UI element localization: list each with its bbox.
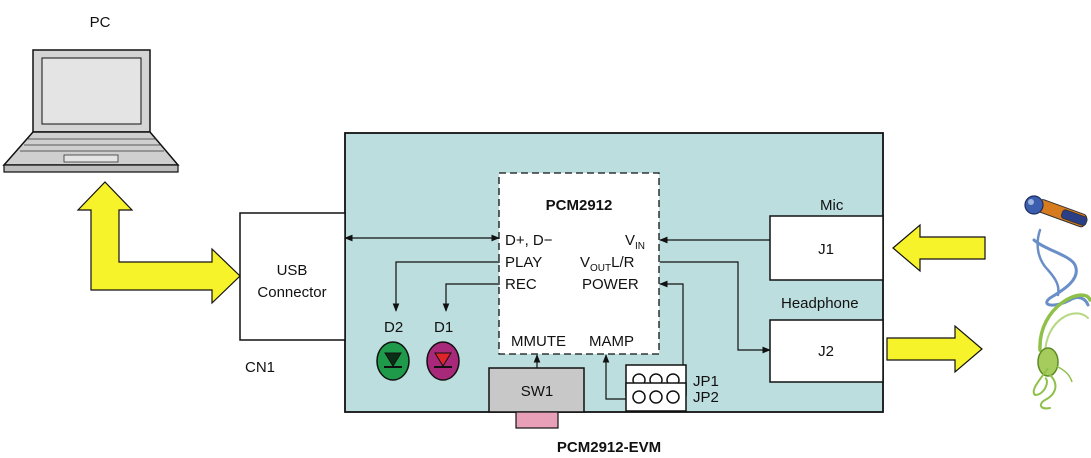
headphone-label: Headphone: [781, 295, 859, 312]
vout-j2-line: [660, 261, 771, 354]
pin-mamp: MAMP: [589, 333, 634, 350]
pin-power: POWER: [582, 276, 639, 293]
led-d1: [426, 341, 460, 381]
sw1-actuator: [515, 411, 559, 429]
j1-label: J1: [818, 241, 834, 258]
sw1-label: SW1: [521, 383, 554, 400]
chip-title: PCM2912: [546, 197, 613, 214]
led-d2: [376, 341, 410, 381]
usb-label-line1: USB: [277, 262, 308, 279]
pin-d-plus-minus: D+, D−: [505, 232, 553, 249]
pin-vin: VIN: [625, 232, 645, 252]
cn1-label: CN1: [245, 359, 275, 376]
jp2-mamp-line: [602, 354, 626, 400]
play-line: [392, 261, 500, 312]
pcm2912-chip: [498, 172, 660, 355]
mic-label: Mic: [820, 197, 844, 214]
usb-connector-box: [239, 212, 346, 341]
j2-label: J2: [818, 343, 834, 360]
d1-label: D1: [434, 319, 453, 336]
pc-usb-arrow: [76, 181, 241, 305]
laptop-icon: [2, 49, 180, 173]
headset-icon: [1032, 293, 1091, 410]
pin-mmute: MMUTE: [511, 333, 566, 350]
pin-vout: VOUTL/R: [580, 254, 635, 274]
jp1-label: JP1: [693, 373, 719, 390]
rec-line: [442, 283, 500, 312]
d2-label: D2: [384, 319, 403, 336]
jp1-power-line: [659, 280, 684, 365]
jp2-jumper: [625, 382, 687, 412]
usb-label-line2: Connector: [257, 284, 326, 301]
mic-input-arrow: [892, 223, 986, 273]
pc-label: PC: [90, 14, 111, 31]
microphone-icon: [1024, 195, 1090, 307]
pin-rec: REC: [505, 276, 537, 293]
headphone-output-arrow: [886, 324, 983, 374]
jp2-label: JP2: [693, 389, 719, 406]
board-label: PCM2912-EVM: [557, 439, 661, 456]
j1-jack: [769, 215, 884, 281]
pin-play: PLAY: [505, 254, 542, 271]
